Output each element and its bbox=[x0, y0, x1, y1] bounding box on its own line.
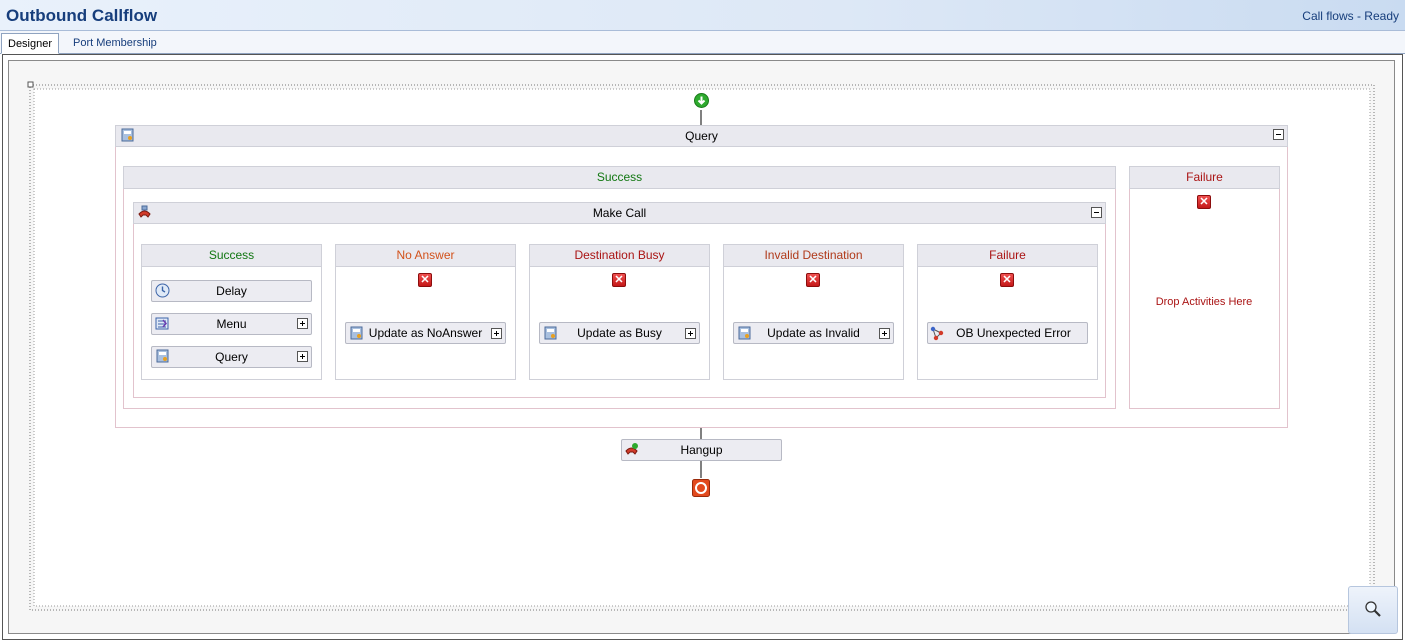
menu-icon bbox=[155, 316, 170, 331]
update-noanswer-icon bbox=[350, 326, 363, 340]
make-call-collapse-button[interactable] bbox=[1091, 207, 1102, 218]
menu-label: Menu bbox=[216, 317, 247, 331]
update-invalid-expand-button[interactable] bbox=[879, 328, 890, 339]
branch-failure-header: Failure bbox=[917, 244, 1098, 267]
ob-error-label: OB Unexpected Error bbox=[956, 326, 1071, 340]
app-title: Outbound Callflow bbox=[6, 6, 158, 25]
menu-activity[interactable]: Menu bbox=[151, 313, 312, 335]
menu-expand-button[interactable] bbox=[297, 318, 308, 329]
make-call-header[interactable]: Make Call bbox=[133, 202, 1106, 224]
branch-invalid-header: Invalid Destination bbox=[723, 244, 904, 267]
error-icon: ✕ bbox=[1197, 195, 1211, 209]
query-collapse-button[interactable] bbox=[1273, 129, 1284, 140]
error-icon: ✕ bbox=[806, 273, 820, 287]
update-noanswer-label: Update as NoAnswer bbox=[368, 326, 483, 340]
make-call-icon bbox=[137, 205, 152, 220]
start-icon bbox=[694, 93, 709, 108]
update-busy-label: Update as Busy bbox=[577, 326, 662, 340]
zoom-button[interactable] bbox=[1348, 586, 1398, 634]
update-busy-expand-button[interactable] bbox=[685, 328, 696, 339]
zoom-icon bbox=[1364, 600, 1382, 618]
update-busy-icon bbox=[544, 326, 557, 340]
drop-activities-text: Drop Activities Here bbox=[1155, 296, 1253, 308]
hangup-label: Hangup bbox=[680, 443, 723, 457]
delay-icon bbox=[155, 283, 170, 298]
query-header[interactable]: Query bbox=[115, 125, 1288, 147]
error-icon: ✕ bbox=[612, 273, 626, 287]
query-label: Query bbox=[685, 129, 718, 143]
branch-success-header: Success bbox=[141, 244, 322, 267]
update-invalid-icon bbox=[738, 326, 751, 340]
tab-port-membership[interactable]: Port Membership bbox=[73, 37, 157, 49]
update-invalid-activity[interactable]: Update as Invalid bbox=[733, 322, 894, 344]
update-noanswer-activity[interactable]: Update as NoAnswer bbox=[345, 322, 506, 344]
tab-designer[interactable]: Designer bbox=[1, 33, 60, 54]
hangup-activity[interactable]: Hangup bbox=[621, 439, 782, 461]
inner-query-icon bbox=[156, 349, 169, 363]
branch-no-answer-header: No Answer bbox=[335, 244, 516, 267]
end-icon bbox=[692, 479, 710, 497]
branch-busy-header: Destination Busy bbox=[529, 244, 710, 267]
update-noanswer-expand-button[interactable] bbox=[491, 328, 502, 339]
title-bar: Outbound Callflow Call flows - Ready bbox=[0, 0, 1405, 31]
inner-query-label: Query bbox=[215, 350, 248, 364]
query-icon bbox=[121, 128, 134, 142]
update-invalid-label: Update as Invalid bbox=[767, 326, 860, 340]
hangup-icon bbox=[624, 442, 639, 457]
error-icon: ✕ bbox=[418, 273, 432, 287]
inner-query-expand-button[interactable] bbox=[297, 351, 308, 362]
status-text: Call flows - Ready bbox=[1302, 9, 1399, 23]
delay-label: Delay bbox=[216, 284, 247, 298]
error-icon: ✕ bbox=[1000, 273, 1014, 287]
query-success-header: Success bbox=[123, 166, 1116, 189]
inner-query-activity[interactable]: Query bbox=[151, 346, 312, 368]
update-busy-activity[interactable]: Update as Busy bbox=[539, 322, 700, 344]
make-call-label: Make Call bbox=[592, 206, 647, 220]
delay-activity[interactable]: Delay bbox=[151, 280, 312, 302]
query-failure-header: Failure bbox=[1129, 166, 1280, 189]
tab-bar: Designer Port Membership bbox=[0, 31, 1405, 54]
ob-error-icon bbox=[930, 326, 945, 341]
ob-error-activity[interactable]: OB Unexpected Error bbox=[927, 322, 1088, 344]
